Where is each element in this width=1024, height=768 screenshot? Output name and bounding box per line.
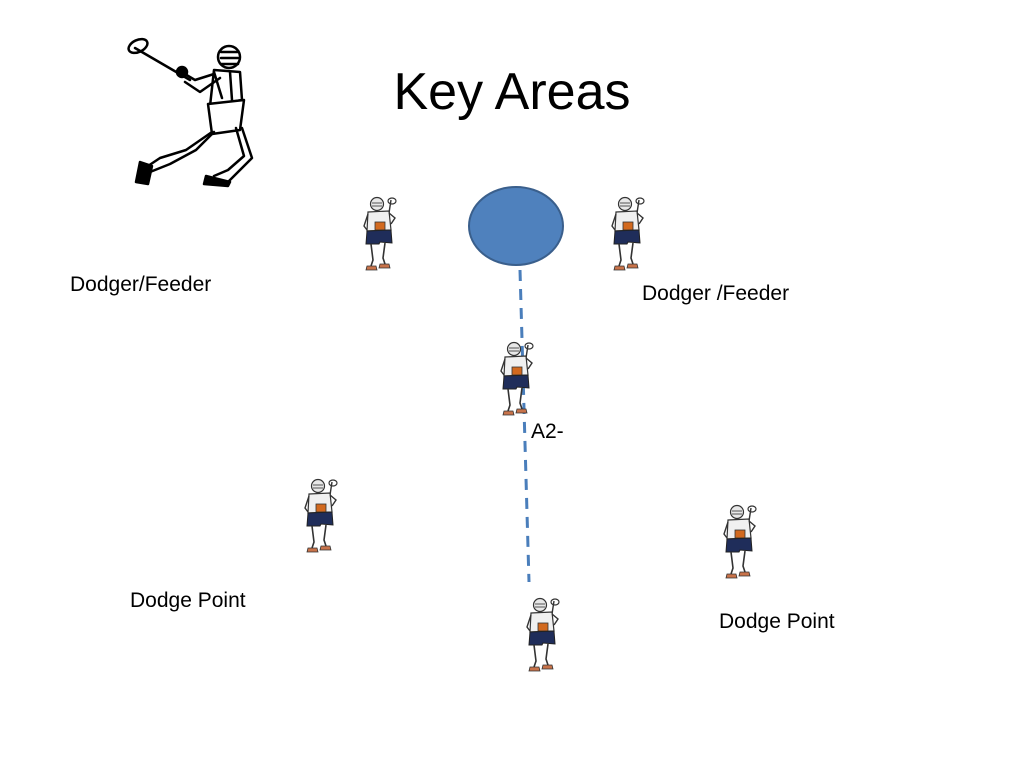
player-top-right-icon bbox=[609, 196, 649, 272]
label-dodge-point-right: Dodge Point bbox=[719, 610, 835, 633]
player-mid-right-icon bbox=[721, 504, 761, 580]
slide-title: Key Areas bbox=[393, 63, 631, 121]
player-bottom-center-icon bbox=[524, 597, 564, 673]
player-mid-left-icon bbox=[302, 478, 342, 554]
goal-circle bbox=[468, 186, 564, 266]
player-top-left-icon bbox=[361, 196, 401, 272]
dashed-path-line bbox=[518, 269, 531, 583]
label-dodge-point-left: Dodge Point bbox=[130, 589, 246, 612]
label-dodger-feeder-right: Dodger /Feeder bbox=[642, 282, 790, 305]
player-center-icon bbox=[498, 341, 538, 417]
label-a2: A2- bbox=[531, 420, 564, 443]
label-dodger-feeder-left: Dodger/Feeder bbox=[70, 273, 212, 296]
